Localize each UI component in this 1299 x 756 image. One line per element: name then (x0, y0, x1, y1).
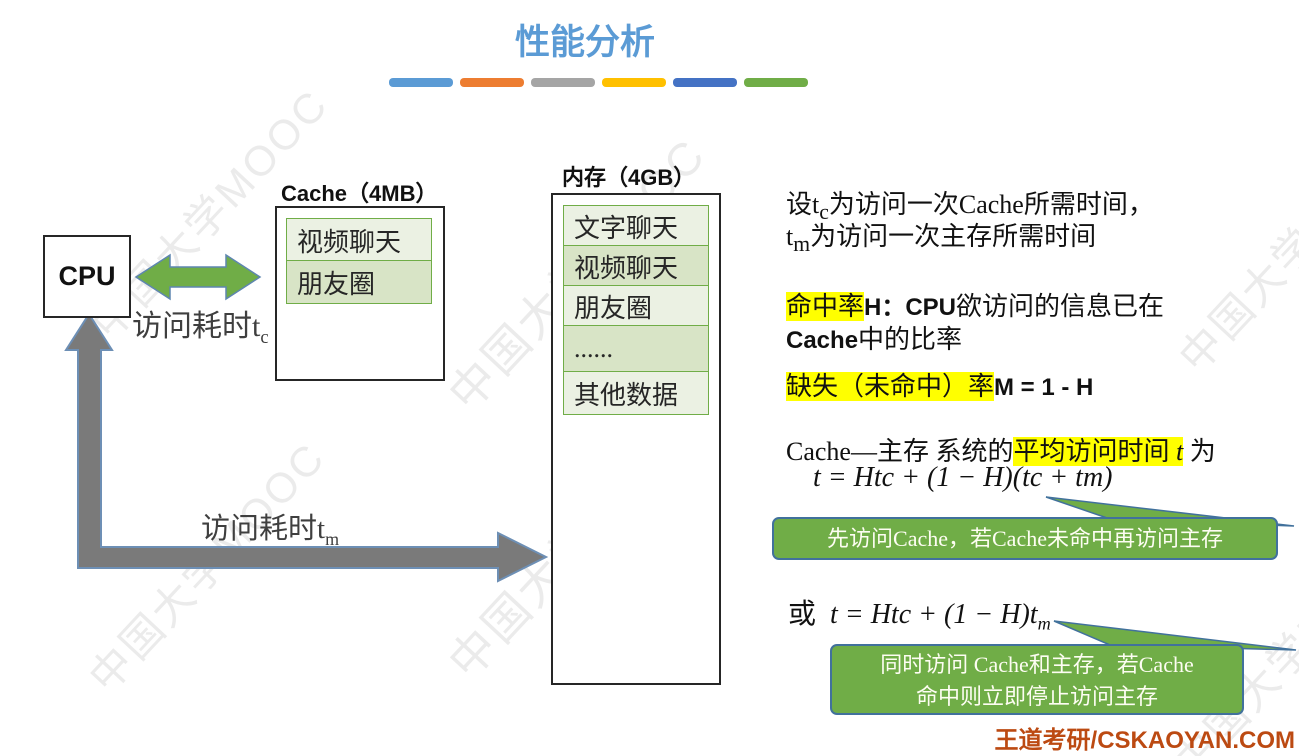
note-hit-rate-line2: Cache中的比率 (786, 319, 962, 356)
note-text: 设t (786, 190, 820, 219)
page-title: 性能分析 (514, 23, 655, 62)
memory-cell: 朋友圈 (563, 285, 709, 327)
divider-dash (531, 78, 595, 87)
memory-cell: ...... (563, 325, 709, 373)
divider-dash (673, 78, 737, 87)
note-text: 中的比率 (858, 325, 963, 354)
cpu-cache-double-arrow (134, 253, 262, 301)
callout-text: 先访问Cache，若Cache未命中再访问主存 (827, 526, 1223, 551)
cache-cell: 视频聊天 (286, 218, 432, 262)
cache-title: Cache（4MB） (281, 181, 438, 206)
cpu-label: CPU (58, 261, 116, 291)
note-intro-line1: 设tc为访问一次Cache所需时间， (786, 184, 1154, 225)
callout-text: 同时访问 Cache和主存，若Cache (880, 652, 1194, 677)
memory-cell: 文字聊天 (563, 205, 709, 247)
note-subscript: m (793, 232, 811, 257)
miss-rate-formula: M = 1 - H (994, 374, 1094, 401)
callout-simultaneous-access: 同时访问 Cache和主存，若Cache 命中则立即停止访问主存 (830, 644, 1244, 715)
note-text: 欲访问的信息已在 (956, 292, 1165, 321)
note-text: H：CPU (864, 294, 957, 321)
label-subscript: c (260, 327, 269, 348)
note-intro-line2: tm为访问一次主存所需时间 (786, 216, 1096, 257)
cache-cell: 朋友圈 (286, 260, 432, 304)
callout-access-cache-first: 先访问Cache，若Cache未命中再访问主存 (772, 517, 1278, 560)
memory-access-time-label: 访问耗时tm (201, 505, 339, 550)
note-average-time-line: Cache—主存 系统的平均访问时间 t 为 (786, 431, 1216, 468)
brand-watermark: 王道考研/CSKAOYAN.COM (994, 727, 1295, 754)
hit-rate-highlight: 命中率 (786, 292, 865, 321)
divider-dash (460, 78, 524, 87)
miss-rate-highlight: 缺失（未命中）率 (786, 372, 995, 401)
divider-dash (602, 78, 666, 87)
note-text: Cache—主存 系统的 (786, 437, 1014, 466)
title-divider (389, 78, 809, 87)
average-time-formula: t = Htc + (1 − H)(tc + tm) (813, 462, 1113, 493)
average-time-highlight-t: t (1175, 437, 1184, 466)
memory-cell: 其他数据 (563, 371, 709, 415)
cache-access-time-label: 访问耗时tc (132, 301, 269, 349)
cpu-box: CPU (43, 235, 131, 318)
divider-dash (744, 78, 808, 87)
alternative-formula: 或 t = Htc + (1 − H)tm (788, 592, 1051, 635)
label-text: 访问耗时t (201, 513, 326, 545)
note-subscript: c (819, 200, 829, 225)
average-time-highlight: 平均访问时间 (1013, 437, 1176, 466)
note-text: t (786, 222, 794, 251)
label-text: 访问耗时t (132, 310, 261, 343)
note-hit-rate-line1: 命中率H：CPU欲访问的信息已在 (786, 286, 1164, 323)
callout-text: 命中则立即停止访问主存 (915, 684, 1158, 709)
note-text: 为访问一次Cache所需时间， (828, 190, 1154, 219)
memory-title: 内存（4GB） (562, 165, 696, 190)
label-subscript: m (325, 528, 340, 549)
memory-cell: 视频聊天 (563, 245, 709, 287)
formula-subscript: m (1037, 613, 1051, 634)
note-text: 为 (1183, 437, 1216, 466)
note-miss-rate-line: 缺失（未命中）率M = 1 - H (786, 366, 1093, 403)
cpu-memory-arrow (64, 312, 549, 583)
note-text: 为访问一次主存所需时间 (810, 222, 1097, 251)
divider-dash (389, 78, 453, 87)
formula-text: t = Htc + (1 − H)t (830, 599, 1038, 630)
note-text: Cache (786, 327, 859, 354)
or-prefix: 或 (788, 599, 817, 630)
